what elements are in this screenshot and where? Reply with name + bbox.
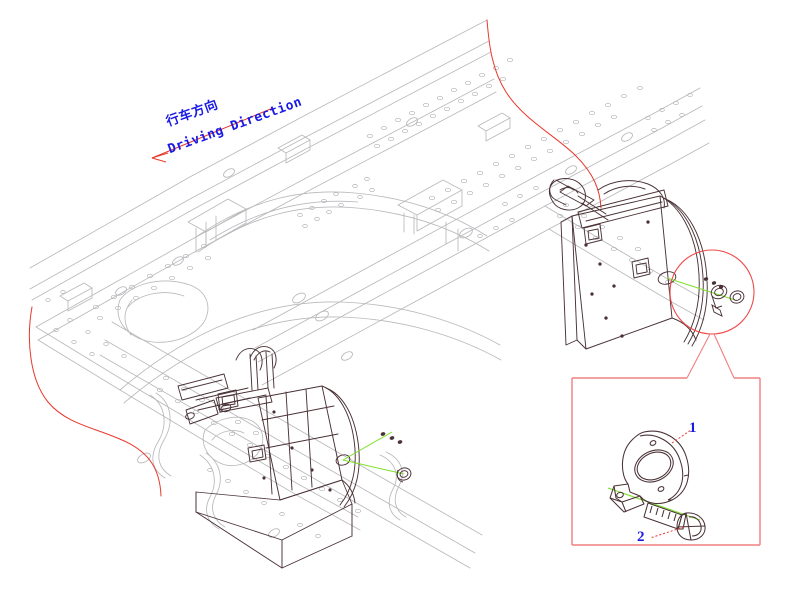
callout-number-2: 2 (637, 529, 645, 545)
right-mudflap-assembly (548, 178, 708, 350)
detail-leader (686, 333, 735, 379)
detail-box-frame (571, 377, 761, 546)
break-line-left (28, 306, 162, 497)
left-bracket-hardware (342, 431, 412, 483)
break-line-right (486, 19, 602, 209)
leader-2 (649, 526, 685, 539)
detail-circle (669, 249, 755, 335)
bracket-plate (609, 430, 690, 513)
left-mudflap-assembly (177, 345, 360, 569)
hex-bolt (643, 502, 706, 541)
rivet-holes (45, 57, 693, 538)
right-bracket-hardware (666, 277, 745, 317)
driving-direction-arrow (151, 107, 274, 163)
callout-number-1: 1 (689, 420, 697, 436)
